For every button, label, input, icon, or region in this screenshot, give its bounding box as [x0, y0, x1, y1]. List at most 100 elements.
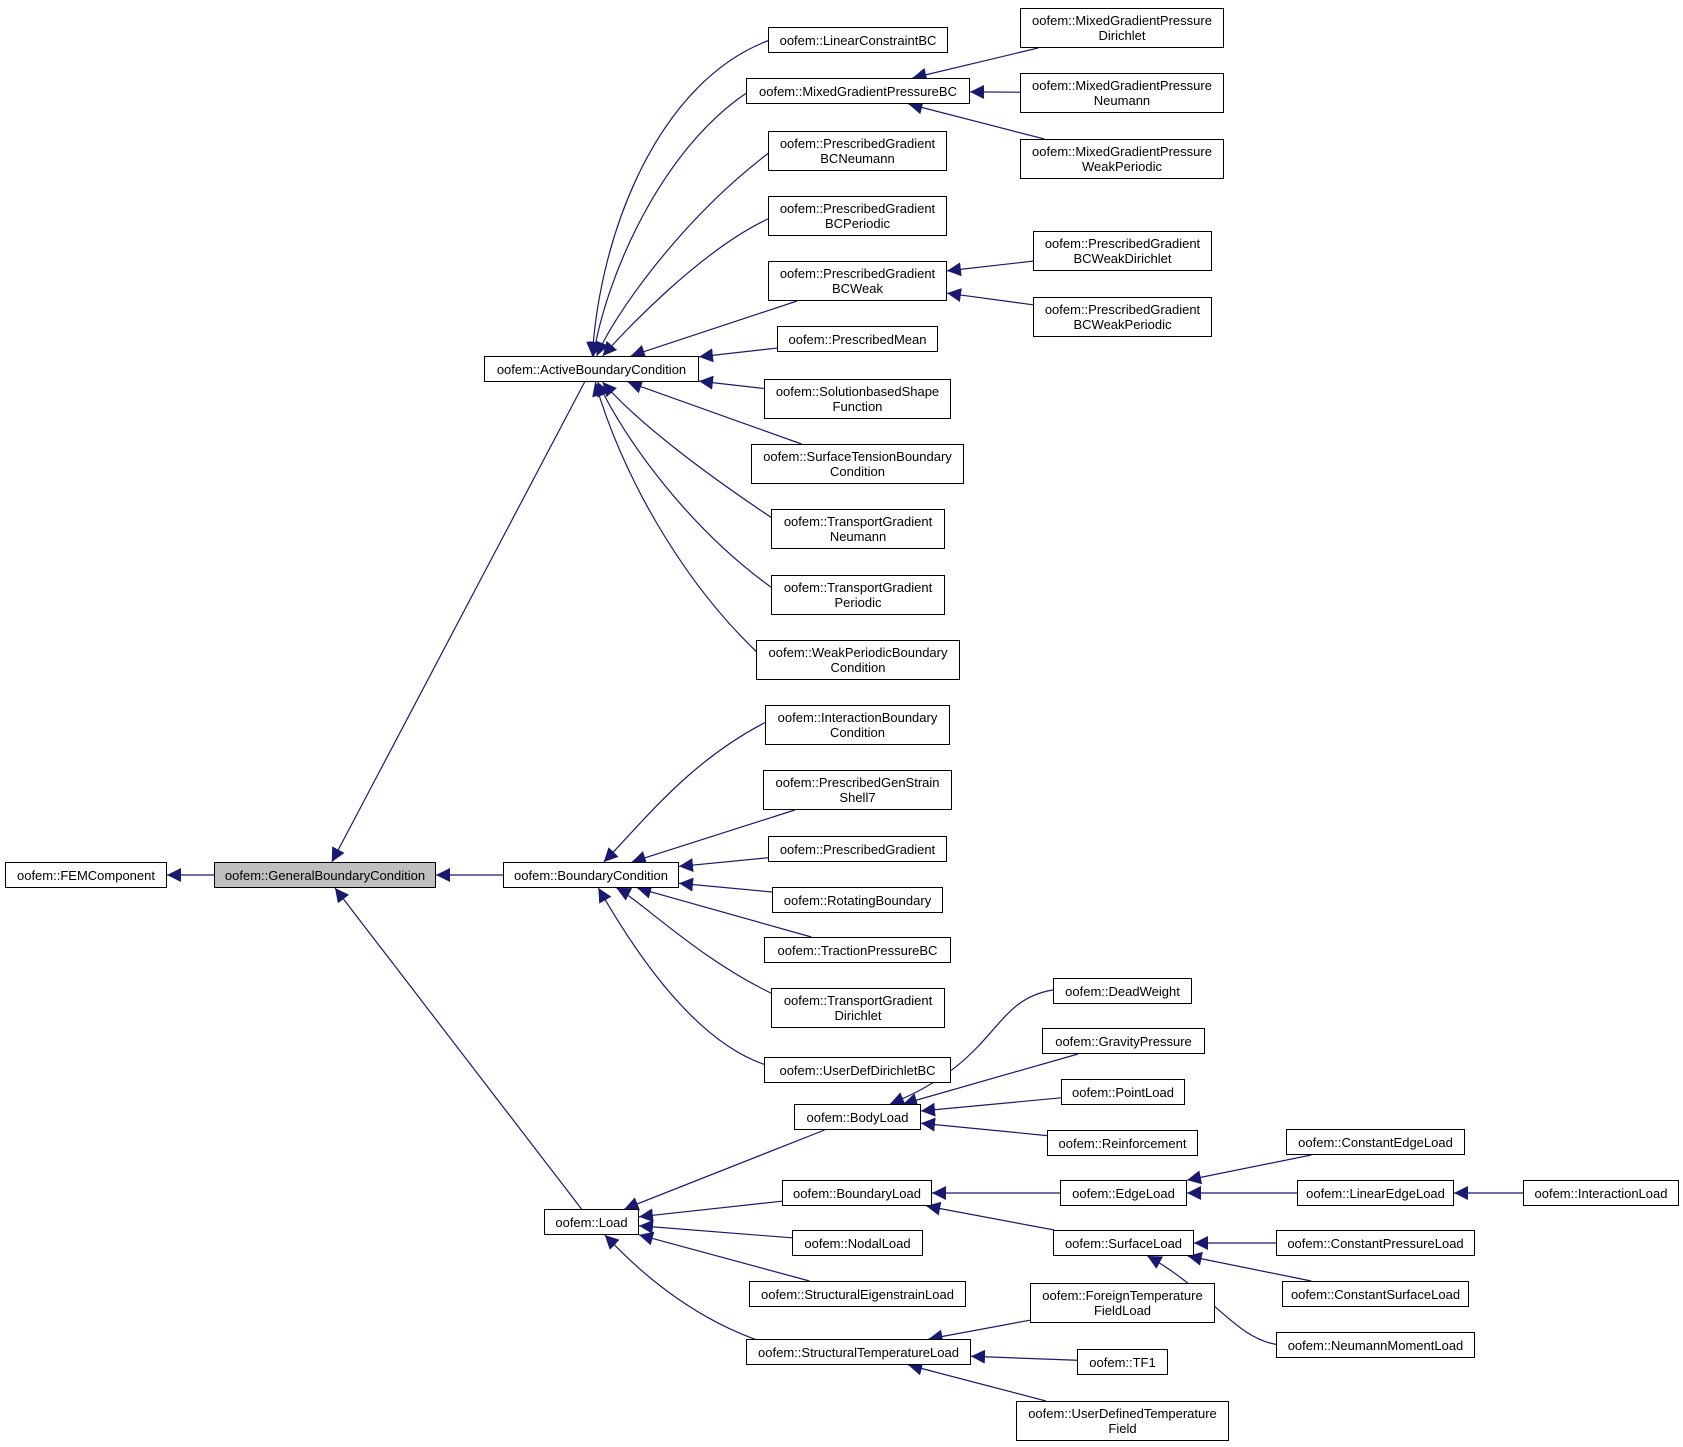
class-node-label: oofem::MixedGradientPressureBC [759, 83, 957, 99]
class-node-label: oofem::PrescribedGenStrain [775, 775, 940, 790]
class-node-label: BCWeakDirichlet [1073, 251, 1172, 266]
class-node-tpbc[interactable]: oofem::TractionPressureBC [764, 937, 951, 963]
class-node-label: Function [832, 399, 883, 414]
inheritance-edge-gravp-to-bodyload [902, 1053, 1079, 1107]
inheritance-edge-tgd-to-bc [616, 887, 776, 996]
class-node-surfaceload[interactable]: oofem::SurfaceLoad [1053, 1230, 1194, 1256]
inheritance-edge-pgbn-to-abc [595, 151, 771, 357]
class-node-lcbc[interactable]: oofem::LinearConstraintBC [768, 27, 948, 53]
class-node-nodalload[interactable]: oofem::NodalLoad [792, 1230, 923, 1256]
class-node-fem[interactable]: oofem::FEMComponent [5, 862, 167, 888]
class-node-cel[interactable]: oofem::ConstantEdgeLoad [1286, 1129, 1465, 1155]
class-node-label: Condition [830, 725, 885, 740]
class-node-label: oofem::NeumannMomentLoad [1287, 1337, 1464, 1353]
class-node-label: oofem::MixedGradientPressure [1032, 144, 1212, 159]
class-node-label: oofem::TransportGradient [783, 514, 933, 529]
inheritance-edge-reinf-to-bodyload [920, 1117, 1048, 1137]
class-node-cpl[interactable]: oofem::ConstantPressureLoad [1276, 1230, 1475, 1256]
class-node-label: oofem::NodalLoad [804, 1235, 911, 1251]
class-node-lel[interactable]: oofem::LinearEdgeLoad [1297, 1180, 1454, 1206]
class-node-label: oofem::PrescribedGradient [779, 136, 936, 151]
class-node-sel[interactable]: oofem::StructuralEigenstrainLoad [749, 1281, 966, 1307]
class-node-label: FieldLoad [1093, 1303, 1152, 1318]
class-node-boundaryload[interactable]: oofem::BoundaryLoad [782, 1180, 932, 1206]
class-node-pmean[interactable]: oofem::PrescribedMean [777, 326, 938, 352]
class-node-rb[interactable]: oofem::RotatingBoundary [772, 887, 943, 913]
class-node-label: oofem::MixedGradientPressure [1032, 13, 1212, 28]
class-node-gbc[interactable]: oofem::GeneralBoundaryCondition [214, 862, 436, 888]
class-node-nml[interactable]: oofem::NeumannMomentLoad [1276, 1332, 1475, 1358]
class-node-label: Dirichlet [1098, 28, 1146, 43]
class-node-uddbc[interactable]: oofem::UserDefDirichletBC [764, 1057, 951, 1083]
class-node-csl[interactable]: oofem::ConstantSurfaceLoad [1282, 1281, 1469, 1307]
class-node-mgpbc[interactable]: oofem::MixedGradientPressureBC [746, 78, 970, 104]
inheritance-edge-uddbc-to-bc [597, 887, 767, 1066]
inheritance-edge-sel-to-load [638, 1231, 810, 1282]
class-node-stl[interactable]: oofem::StructuralTemperatureLoad [746, 1339, 971, 1365]
class-node-pg[interactable]: oofem::PrescribedGradient [768, 836, 947, 862]
class-node-bodyload[interactable]: oofem::BodyLoad [794, 1104, 921, 1130]
class-node-label: oofem::ConstantPressureLoad [1287, 1235, 1464, 1251]
class-node-label: Field [1108, 1421, 1137, 1436]
class-node-label: oofem::ConstantSurfaceLoad [1290, 1286, 1461, 1302]
inheritance-edge-stbc-to-abc [627, 380, 802, 445]
class-node-label: oofem::PrescribedGradient [779, 266, 936, 281]
inheritance-edge-csl-to-surfaceload [1187, 1251, 1312, 1282]
class-node-label: oofem::StructuralTemperatureLoad [758, 1344, 959, 1360]
inheritance-edge-bodyload-to-load [624, 1129, 825, 1211]
class-node-pointload[interactable]: oofem::PointLoad [1061, 1079, 1185, 1105]
inheritance-edge-boundaryload-to-load [638, 1200, 783, 1223]
class-node-label: oofem::TF1 [1089, 1354, 1156, 1370]
class-node-bc[interactable]: oofem::BoundaryCondition [503, 862, 679, 888]
class-node-tf1[interactable]: oofem::TF1 [1077, 1349, 1168, 1375]
class-node-label: oofem::Reinforcement [1058, 1135, 1187, 1151]
inheritance-edge-load-to-gbc [334, 887, 582, 1210]
class-node-label: oofem::LinearEdgeLoad [1306, 1185, 1445, 1201]
class-node-deadweight[interactable]: oofem::DeadWeight [1053, 978, 1192, 1004]
class-node-edgeload[interactable]: oofem::EdgeLoad [1060, 1180, 1187, 1206]
class-node-label: oofem::InteractionBoundary [777, 710, 938, 725]
class-node-label: oofem::PointLoad [1072, 1084, 1174, 1100]
inheritance-edge-surfaceload-to-boundaryload [926, 1201, 1055, 1231]
class-node-label: WeakPeriodic [1082, 159, 1162, 174]
class-node-label: oofem::DeadWeight [1065, 983, 1180, 999]
inheritance-edge-ftfl-to-stl [928, 1319, 1031, 1344]
class-node-reinf[interactable]: oofem::Reinforcement [1047, 1130, 1198, 1156]
class-node-abc[interactable]: oofem::ActiveBoundaryCondition [484, 356, 699, 382]
class-node-label: BCPeriodic [824, 216, 890, 231]
class-node-label: Condition [830, 464, 885, 479]
class-node-label: oofem::UserDefDirichletBC [779, 1062, 936, 1078]
class-node-label: BCWeakPeriodic [1073, 317, 1172, 332]
class-node-label: oofem::GravityPressure [1055, 1033, 1192, 1049]
class-node-load[interactable]: oofem::Load [544, 1209, 639, 1235]
inheritance-edge-nml-to-surfaceload [1147, 1255, 1281, 1346]
class-node-label: oofem::LinearConstraintBC [779, 32, 937, 48]
class-node-label: oofem::SurfaceTensionBoundary [763, 449, 952, 464]
inheritance-edge-mgpw-to-mgpbc [908, 100, 1045, 140]
class-node-label: Dirichlet [834, 1008, 882, 1023]
class-node-label: oofem::Load [555, 1214, 628, 1230]
inheritance-edge-pmean-to-abc [698, 347, 778, 363]
class-node-gravp[interactable]: oofem::GravityPressure [1042, 1028, 1205, 1054]
inheritance-edge-pg-to-bc [678, 857, 769, 873]
class-node-il[interactable]: oofem::InteractionLoad [1523, 1180, 1679, 1206]
inheritance-edge-deadweight-to-bodyload [889, 989, 1054, 1106]
